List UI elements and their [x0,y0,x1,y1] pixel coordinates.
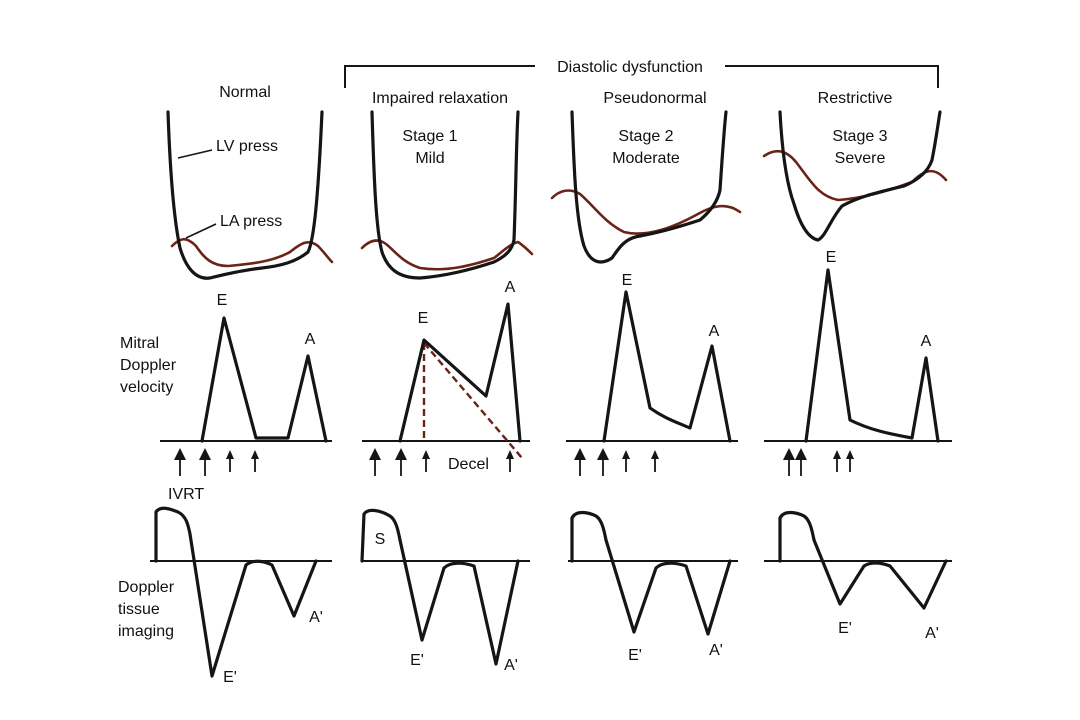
timing-arrowhead-4-stage1 [506,450,514,459]
timing-arrowhead-3-stage3 [833,450,841,459]
pressure-curves-stage1 [360,110,534,280]
mitral-a-label-normal: A [305,331,316,348]
timing-arrowhead-1-normal [174,448,186,460]
tissue-doppler-stage2: E' A' [568,510,738,664]
mitral-waveform-stage1 [398,302,522,443]
e-prime-label-stage2: E' [628,647,642,664]
lv-press-label: LV press [216,138,278,155]
timing-arrowhead-2-stage3 [795,448,807,460]
e-prime-label-stage1: E' [410,652,424,669]
mitral-a-label-stage1: A [505,279,516,296]
timing-arrowhead-2-normal [199,448,211,460]
mitral-e-label-normal: E [217,292,228,309]
tissue-waveform-stage3 [778,510,948,610]
tissue-waveform-normal [154,506,318,678]
pressure-curves-stage3 [762,110,948,242]
decel-label: Decel [448,456,489,473]
mitral-row-label-2: Doppler [120,357,177,374]
tissue-row-label-1: Doppler [118,579,175,596]
a-prime-label-normal: A' [309,609,323,626]
tissue-waveform-stage2 [570,510,732,636]
lv-pressure-curve-stage1 [370,110,520,280]
timing-arrowhead-4-stage2 [651,450,659,459]
decel-slope-dash [423,342,523,459]
la-press-label: LA press [220,213,282,230]
timing-arrowhead-1-stage3 [783,448,795,460]
timing-arrowhead-4-stage3 [846,450,854,459]
severity-label-2: Moderate [612,150,680,167]
lv-pressure-curve-stage3 [778,110,942,242]
ivrt-label: IVRT [168,486,204,503]
timing-arrowhead-4-normal [251,450,259,459]
tissue-doppler-stage3: E' A' [764,510,952,642]
mitral-e-label-stage1: E [418,310,429,327]
severity-label-3: Severe [835,150,886,167]
la-pressure-curve-stage1 [360,239,534,271]
a-prime-label-stage1: A' [504,657,518,674]
stage-label-1: Stage 1 [402,128,457,145]
pressure-curves-stage2 [550,110,742,264]
timing-arrowhead-1-stage2 [574,448,586,460]
column-title-normal: Normal [219,84,271,101]
timing-arrowhead-1-stage1 [369,448,381,460]
s-label: S [375,531,386,548]
mitral-waveform-stage2 [602,290,732,443]
stage-label-2: Stage 2 [618,128,673,145]
mitral-a-label-stage3: A [921,333,932,350]
tissue-doppler-normal: E' A' [150,506,332,686]
column-title-pseudonormal: Pseudonormal [603,90,706,107]
la-press-pointer [185,223,217,239]
mitral-waveform-normal [200,316,328,443]
column-title-restrictive: Restrictive [818,90,893,107]
la-pressure-curve-normal [170,237,334,268]
lv-press-pointer [177,149,213,159]
mitral-a-label-stage2: A [709,323,720,340]
tissue-row-label-2: tissue [118,601,160,618]
mitral-doppler-normal: E A [160,292,332,443]
mitral-row-label-3: velocity [120,379,173,396]
mitral-waveform-stage3 [804,268,940,443]
mitral-e-label-stage2: E [622,272,633,289]
timing-arrowhead-2-stage1 [395,448,407,460]
column-title-impaired: Impaired relaxation [372,90,508,107]
pressure-curves-normal: LV press LA press [166,110,334,280]
mitral-doppler-stage2: E A [566,272,738,443]
lv-pressure-curve-stage2 [570,110,728,264]
diastolic-dysfunction-bracket: Diastolic dysfunction [344,59,939,88]
timing-arrows [174,448,854,476]
lv-pressure-curve-normal [166,110,324,280]
mitral-e-label-stage3: E [826,249,837,266]
timing-arrowhead-2-stage2 [597,448,609,460]
mitral-doppler-stage1: E A Decel [362,279,530,473]
mitral-row-label-1: Mitral [120,335,159,352]
e-prime-label-normal: E' [223,669,237,686]
tissue-row-label-3: imaging [118,623,174,640]
timing-arrowhead-3-normal [226,450,234,459]
stage-label-3: Stage 3 [832,128,887,145]
severity-label-1: Mild [415,150,444,167]
a-prime-label-stage3: A' [925,625,939,642]
mitral-doppler-stage3: E A [764,249,952,443]
group-label: Diastolic dysfunction [557,59,703,76]
tissue-waveform-stage1 [360,508,520,666]
timing-arrowhead-3-stage2 [622,450,630,459]
a-prime-label-stage2: A' [709,642,723,659]
e-prime-label-stage3: E' [838,620,852,637]
tissue-doppler-stage1: S E' A' [360,508,530,674]
timing-arrowhead-3-stage1 [422,450,430,459]
